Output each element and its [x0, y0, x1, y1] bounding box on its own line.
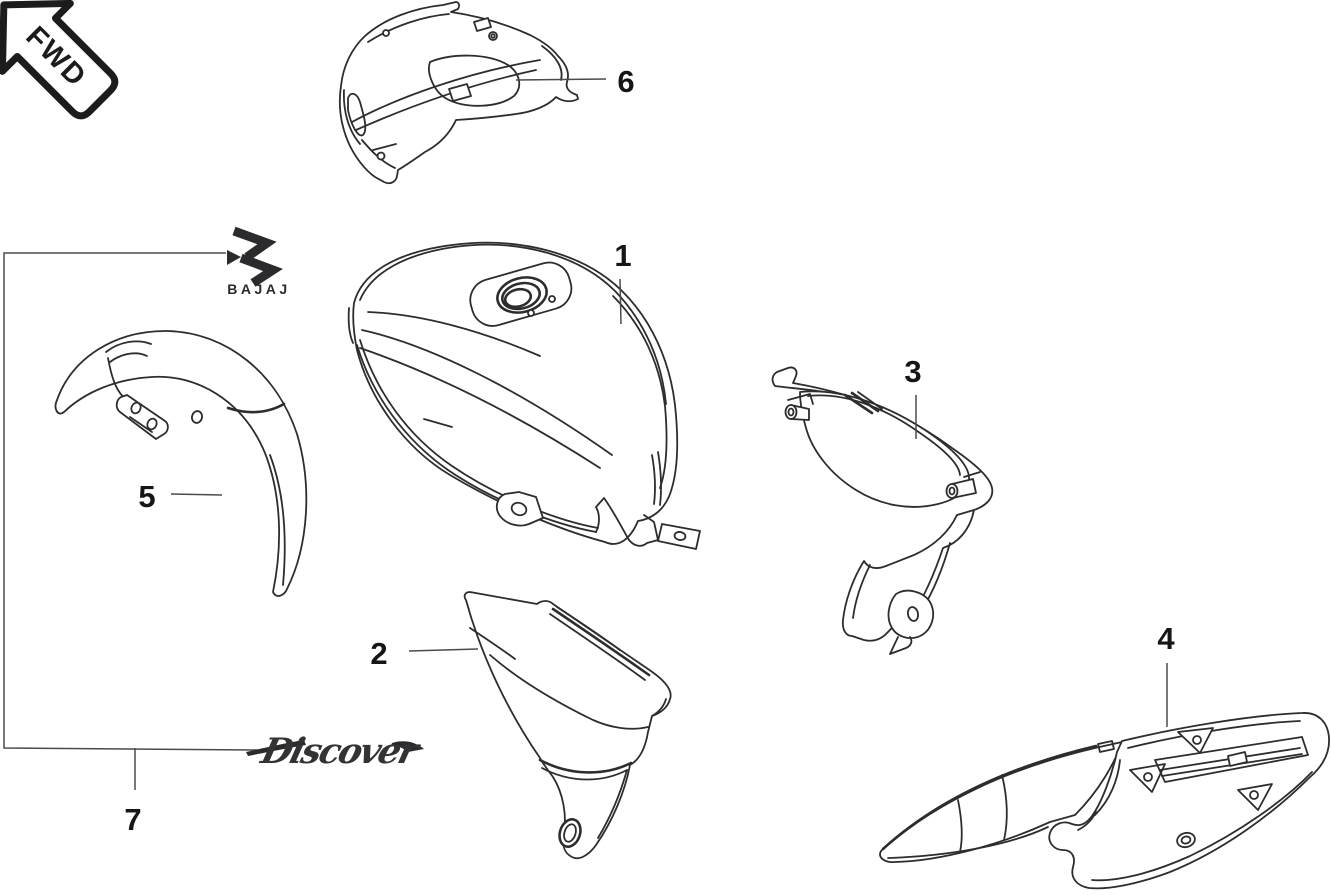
- callout-3-label: 3: [904, 354, 921, 389]
- callout-1-label: 1: [614, 238, 631, 273]
- callout-1-leader: [619, 278, 622, 325]
- discover-right-swash: [391, 741, 424, 752]
- part-6-front-cowl-drawing: [338, 1, 579, 185]
- callout-6-label: 6: [617, 64, 634, 99]
- callout-6-leader: [515, 78, 607, 81]
- callout-5-leader: [170, 493, 223, 496]
- discover-wordmark: Discover: [256, 731, 424, 771]
- callout-2-leader: [408, 648, 479, 652]
- callout-3: 3: [904, 354, 922, 439]
- bajaj-flying-b-notch: [227, 250, 241, 265]
- callout-2-label: 2: [370, 636, 387, 671]
- bajaj-flying-b-icon: [232, 226, 283, 287]
- part-5-front-fender-drawing: [54, 330, 308, 597]
- discover-left-swash: [246, 740, 306, 756]
- callout-6: 6: [515, 64, 635, 99]
- callout-7-label: 7: [124, 802, 141, 837]
- callout-5: 5: [138, 479, 223, 514]
- part-2-side-cover-left-drawing: [463, 591, 672, 860]
- callout-7: 7: [124, 802, 141, 837]
- part-3-side-cover-right-drawing: [771, 366, 994, 655]
- fwd-direction-badge: FWD: [0, 0, 119, 120]
- callout-1: 1: [614, 238, 632, 325]
- fwd-arrow-icon: [0, 0, 119, 120]
- callout-5-label: 5: [138, 479, 155, 514]
- discover-logo: Discover: [246, 731, 425, 772]
- decal-reference-line: [3, 252, 259, 751]
- callout-4: 4: [1157, 621, 1175, 727]
- part-1-fuel-tank-drawing: [347, 241, 701, 550]
- decal-reference-lines: [3, 252, 259, 790]
- bajaj-logo: BAJAJ: [227, 226, 290, 297]
- bajaj-wordmark: BAJAJ: [227, 281, 290, 297]
- callout-4-label: 4: [1157, 621, 1175, 656]
- callout-2: 2: [370, 636, 479, 671]
- part-4-rear-cowl-drawing: [879, 712, 1330, 890]
